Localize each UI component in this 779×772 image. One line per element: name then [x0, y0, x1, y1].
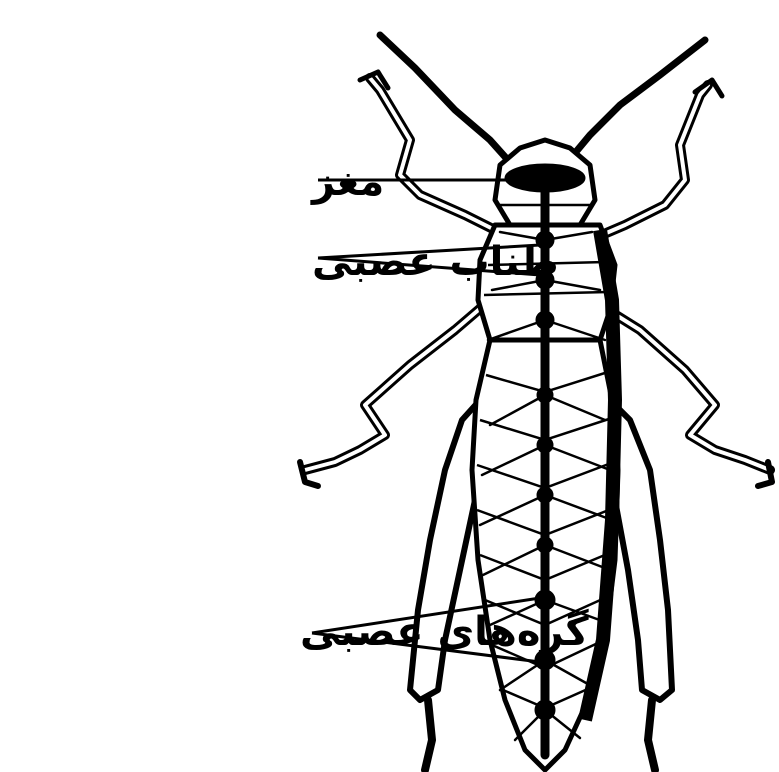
- label-ganglia: گره‌های عصبی: [300, 608, 589, 655]
- left-front-leg: [370, 78, 505, 235]
- left-antenna: [380, 35, 515, 168]
- right-front-leg: [590, 85, 708, 240]
- label-brain: مغز: [310, 159, 384, 205]
- label-nerve-cord: طناب عصبی: [312, 239, 559, 285]
